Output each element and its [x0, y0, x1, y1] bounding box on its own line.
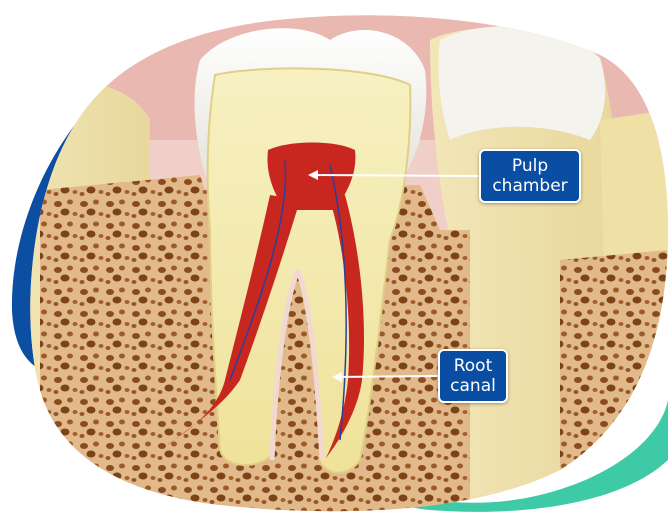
root-canal-callout: Root canal	[438, 349, 508, 403]
root-canal-left	[168, 195, 300, 445]
pulp-chamber-callout: Pulp chamber	[479, 149, 581, 203]
root-canal-right	[326, 195, 365, 458]
root-leader-line	[335, 375, 439, 378]
pulp-leader-line	[311, 174, 480, 177]
pulp-chamber-label: Pulp chamber	[492, 156, 568, 196]
teal-backdrop-shape	[360, 400, 668, 512]
root-canal-label: Root canal	[450, 356, 496, 396]
